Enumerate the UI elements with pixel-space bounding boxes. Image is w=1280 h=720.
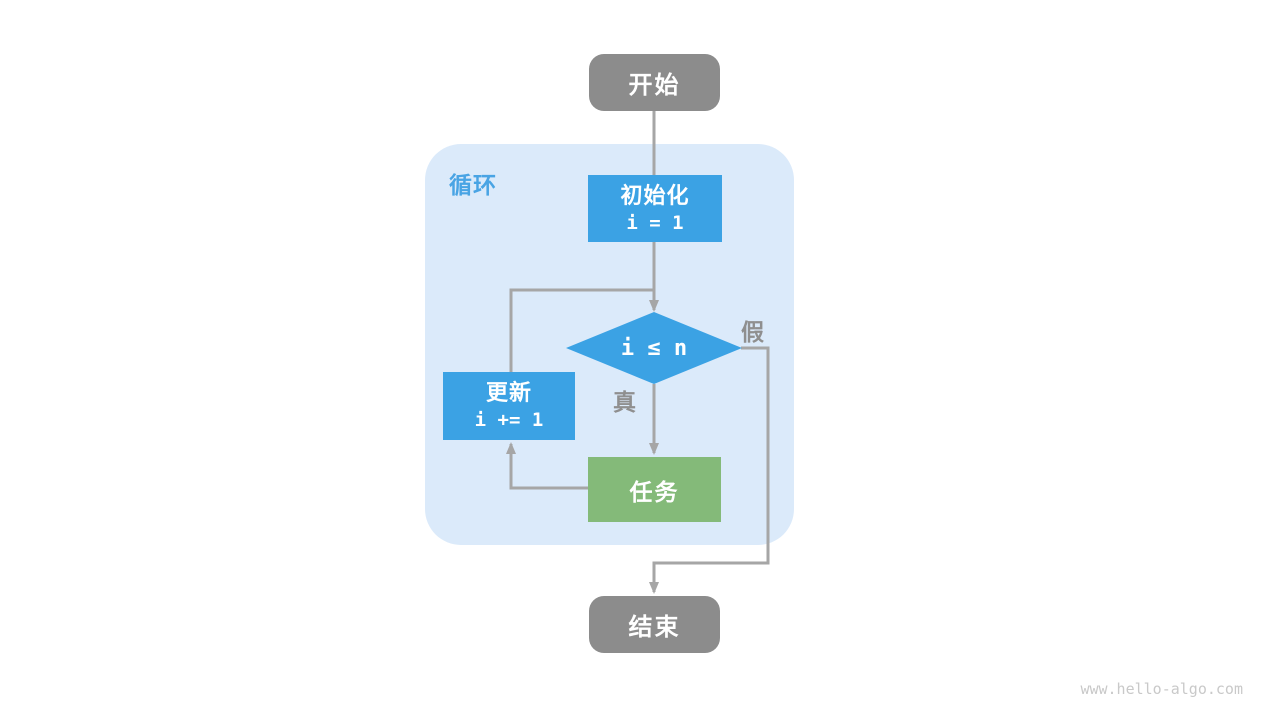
- condition-label: i ≤ n: [620, 335, 688, 361]
- update-node-code: i += 1: [474, 409, 544, 431]
- update-node: 更新 i += 1: [443, 372, 575, 440]
- update-node-label: 更新: [485, 380, 532, 405]
- end-node: 结束: [589, 596, 720, 653]
- start-node-label: 开始: [628, 72, 681, 99]
- true-branch-label: 真: [613, 389, 636, 415]
- false-branch-label: 假: [741, 319, 764, 345]
- task-node: 任务: [588, 457, 721, 522]
- init-node-code: i = 1: [626, 211, 684, 234]
- end-node-label: 结束: [628, 614, 681, 641]
- init-node: 初始化 i = 1: [588, 175, 722, 242]
- start-node: 开始: [589, 54, 720, 111]
- watermark: www.hello-algo.com: [1080, 680, 1243, 698]
- init-node-label: 初始化: [620, 182, 690, 208]
- loop-container-label: 循环: [449, 172, 497, 198]
- task-node-label: 任务: [629, 478, 680, 505]
